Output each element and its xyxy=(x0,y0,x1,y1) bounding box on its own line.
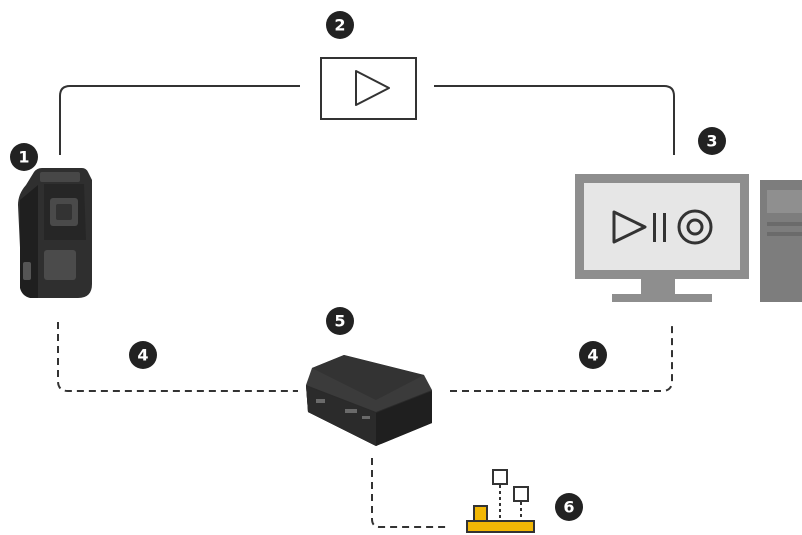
monitor-stand-base xyxy=(612,294,712,302)
badge-io: 6 xyxy=(555,493,583,521)
video-player-icon xyxy=(320,57,417,120)
monitor-screen xyxy=(584,183,740,270)
svg-text:1: 1 xyxy=(18,148,29,167)
camera-to-player-line xyxy=(59,85,300,155)
player-to-computer-line xyxy=(434,85,675,155)
svg-text:6: 6 xyxy=(563,498,574,517)
dashed-connection-lines xyxy=(57,322,673,528)
monitor-stand-neck xyxy=(641,278,675,296)
badge-player: 2 xyxy=(326,11,354,39)
camera-to-recorder-dashed-line xyxy=(57,322,298,392)
badge-link-right: 4 xyxy=(579,341,607,369)
svg-text:3: 3 xyxy=(706,132,717,151)
io-base-plate xyxy=(466,520,535,533)
recorder-to-computer-dashed-line xyxy=(450,322,673,392)
recorder-to-io-dashed-line xyxy=(371,458,450,528)
play-icon xyxy=(355,70,390,106)
badge-link-left: 4 xyxy=(129,341,157,369)
badge-camera: 1 xyxy=(10,143,38,171)
io-block xyxy=(473,505,488,522)
solid-connection-lines xyxy=(59,85,675,155)
badge-computer: 3 xyxy=(698,127,726,155)
pause-icon xyxy=(653,213,656,242)
svg-text:5: 5 xyxy=(334,312,345,331)
badge-recorder: 5 xyxy=(326,307,354,335)
svg-text:4: 4 xyxy=(137,346,148,365)
body-worn-camera-icon xyxy=(18,168,92,298)
record-icon xyxy=(677,209,713,245)
svg-text:2: 2 xyxy=(334,16,345,35)
svg-text:4: 4 xyxy=(587,346,598,365)
io-module-icon xyxy=(466,469,535,533)
recorder-icon xyxy=(306,355,432,446)
computer-icon xyxy=(575,174,802,302)
play-icon xyxy=(612,210,647,244)
